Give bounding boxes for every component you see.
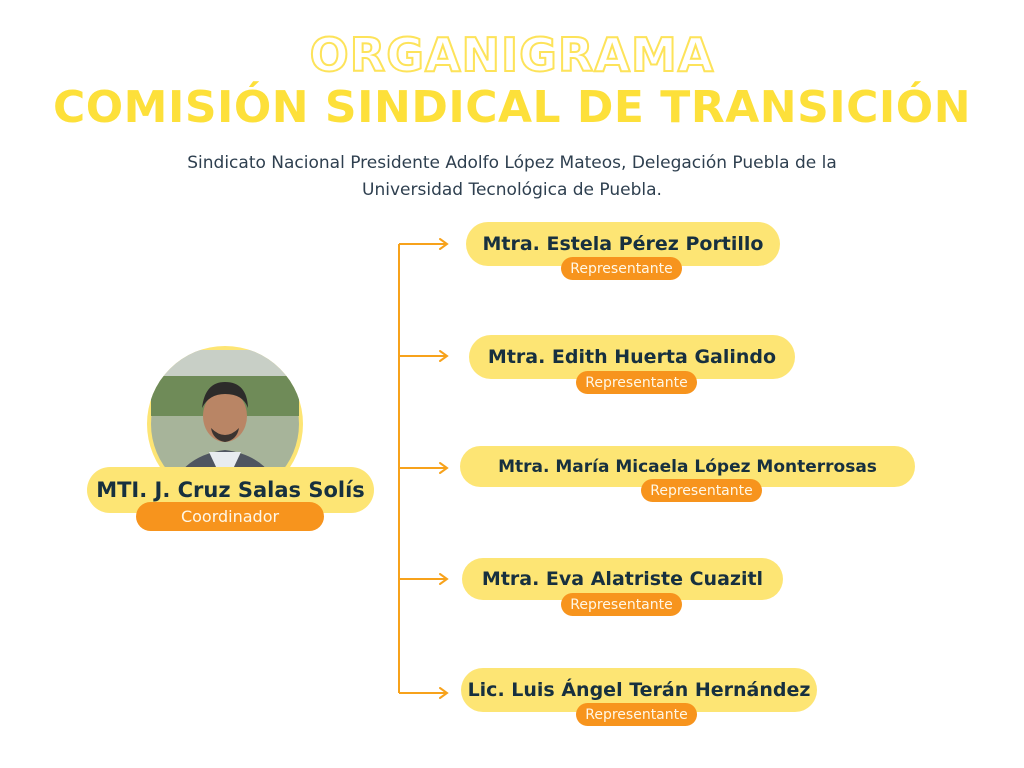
person-portrait-icon xyxy=(151,350,299,502)
arrowhead-2 xyxy=(439,350,449,362)
representative-name: Lic. Luis Ángel Terán Hernández xyxy=(467,679,811,701)
arrowhead-4 xyxy=(439,573,449,585)
representative-role-badge: Representante xyxy=(561,593,682,616)
arrowhead-3 xyxy=(439,462,449,474)
representative-role: Representante xyxy=(570,596,673,613)
representative-role: Representante xyxy=(650,482,753,499)
arrowhead-1 xyxy=(439,238,449,250)
representative-role-badge: Representante xyxy=(576,371,697,394)
arrowhead-5 xyxy=(439,687,449,699)
representative-role: Representante xyxy=(570,260,673,277)
representative-role: Representante xyxy=(585,706,688,723)
representative-name: Mtra. Edith Huerta Galindo xyxy=(487,346,777,368)
coordinator-role-badge: Coordinador xyxy=(136,502,324,531)
representative-name-pill: Lic. Luis Ángel Terán Hernández xyxy=(461,668,817,712)
representative-name: Mtra. María Micaela López Monterrosas xyxy=(498,456,877,477)
representative-role: Representante xyxy=(585,374,688,391)
diagram-title: COMISIÓN SINDICAL DE TRANSICIÓN xyxy=(52,82,972,133)
coordinator-role: Coordinador xyxy=(180,507,280,526)
diagram-subtitle: Sindicato Nacional Presidente Adolfo Lóp… xyxy=(140,150,884,204)
diagram-title-outline: ORGANIGRAMA xyxy=(309,27,715,83)
representative-role-badge: Representante xyxy=(561,257,682,280)
subtitle-line-1: Sindicato Nacional Presidente Adolfo Lóp… xyxy=(187,153,837,173)
representative-name: Mtra. Eva Alatriste Cuazitl xyxy=(481,568,764,590)
coordinator-name: MTI. J. Cruz Salas Solís xyxy=(96,478,365,502)
representative-role-badge: Representante xyxy=(641,479,762,502)
representative-name: Mtra. Estela Pérez Portillo xyxy=(482,233,764,255)
representative-role-badge: Representante xyxy=(576,703,697,726)
subtitle-line-2: Universidad Tecnológica de Puebla. xyxy=(362,180,662,200)
representative-name-pill: Mtra. Eva Alatriste Cuazitl xyxy=(462,558,783,600)
